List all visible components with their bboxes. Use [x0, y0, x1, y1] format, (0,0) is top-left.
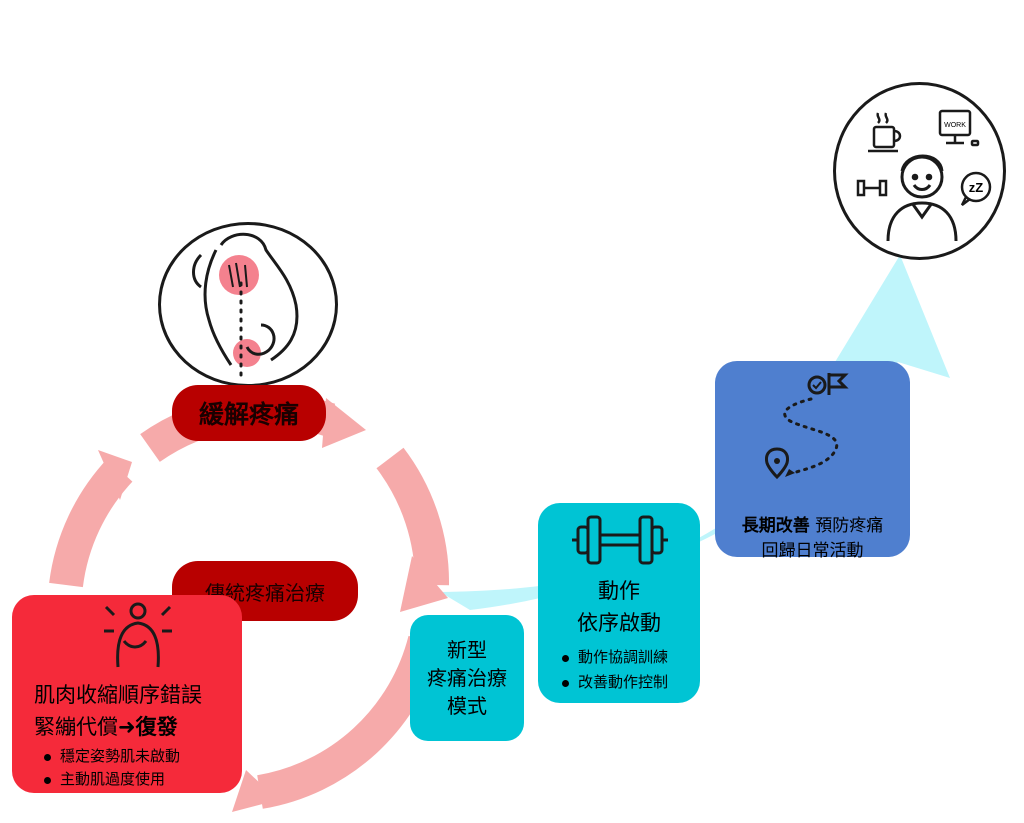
new-model-line: 模式	[447, 694, 487, 718]
pain-person-icon	[104, 602, 172, 668]
relieve-pain-pill: 緩解疼痛	[172, 385, 326, 441]
sleep-bubble-icon	[960, 171, 992, 206]
problem-line2: 緊繃代償➜復發	[34, 711, 178, 741]
problem-bullets: 穩定姿勢肌未啟動 主動肌過度使用	[38, 745, 180, 791]
activation-line2: 依序啟動	[577, 611, 661, 635]
long-term-rest: 預防疼痛	[809, 516, 884, 536]
long-term-line2: 回歸日常活動	[761, 541, 864, 561]
new-model-line: 疼痛治療	[427, 666, 507, 690]
activation-line1: 動作	[598, 579, 640, 603]
work-monitor-icon	[938, 109, 980, 147]
long-term-bold: 長期改善	[741, 516, 810, 536]
activation-bullet: 改善動作控制	[556, 670, 668, 695]
problem-line1: 肌肉收縮順序錯誤	[34, 683, 202, 707]
new-model-line: 新型	[447, 638, 487, 662]
small-dumbbell-icon	[856, 179, 888, 197]
long-term-box: 長期改善 預防疼痛 回歸日常活動	[715, 361, 910, 561]
back-pain-circle	[158, 222, 338, 387]
ring-arrowheads	[98, 398, 448, 812]
sleep-label: zZ	[969, 180, 984, 195]
problem-bullet: 主動肌過度使用	[38, 768, 180, 791]
activation-bullet: 動作協調訓練	[556, 645, 668, 670]
problem-box: 肌肉收縮順序錯誤 緊繃代償➜復發 穩定姿勢肌未啟動 主動肌過度使用	[12, 595, 242, 793]
activation-bullets: 動作協調訓練 改善動作控制	[556, 645, 668, 695]
problem-relapse: ➜復發	[118, 715, 178, 739]
goal-circle: WORK zZ	[833, 82, 1006, 260]
problem-bullet: 穩定姿勢肌未啟動	[38, 745, 180, 768]
new-model-box: 新型 疼痛治療 模式	[410, 615, 524, 741]
work-label: WORK	[944, 122, 966, 129]
route-icon	[765, 373, 849, 480]
relieve-pain-label: 緩解疼痛	[198, 400, 299, 429]
coffee-icon	[868, 112, 902, 153]
activation-box: 動作 依序啟動 動作協調訓練 改善動作控制	[538, 503, 700, 703]
progress-arrow	[440, 255, 950, 610]
dumbbell-icon	[572, 515, 668, 565]
daily-life-icon: WORK zZ	[856, 109, 992, 242]
long-term-line1: 長期改善 預防疼痛	[715, 511, 910, 536]
problem-compensation: 緊繃代償	[34, 715, 118, 739]
person-icon	[886, 154, 958, 242]
back-pain-icon	[192, 232, 299, 377]
